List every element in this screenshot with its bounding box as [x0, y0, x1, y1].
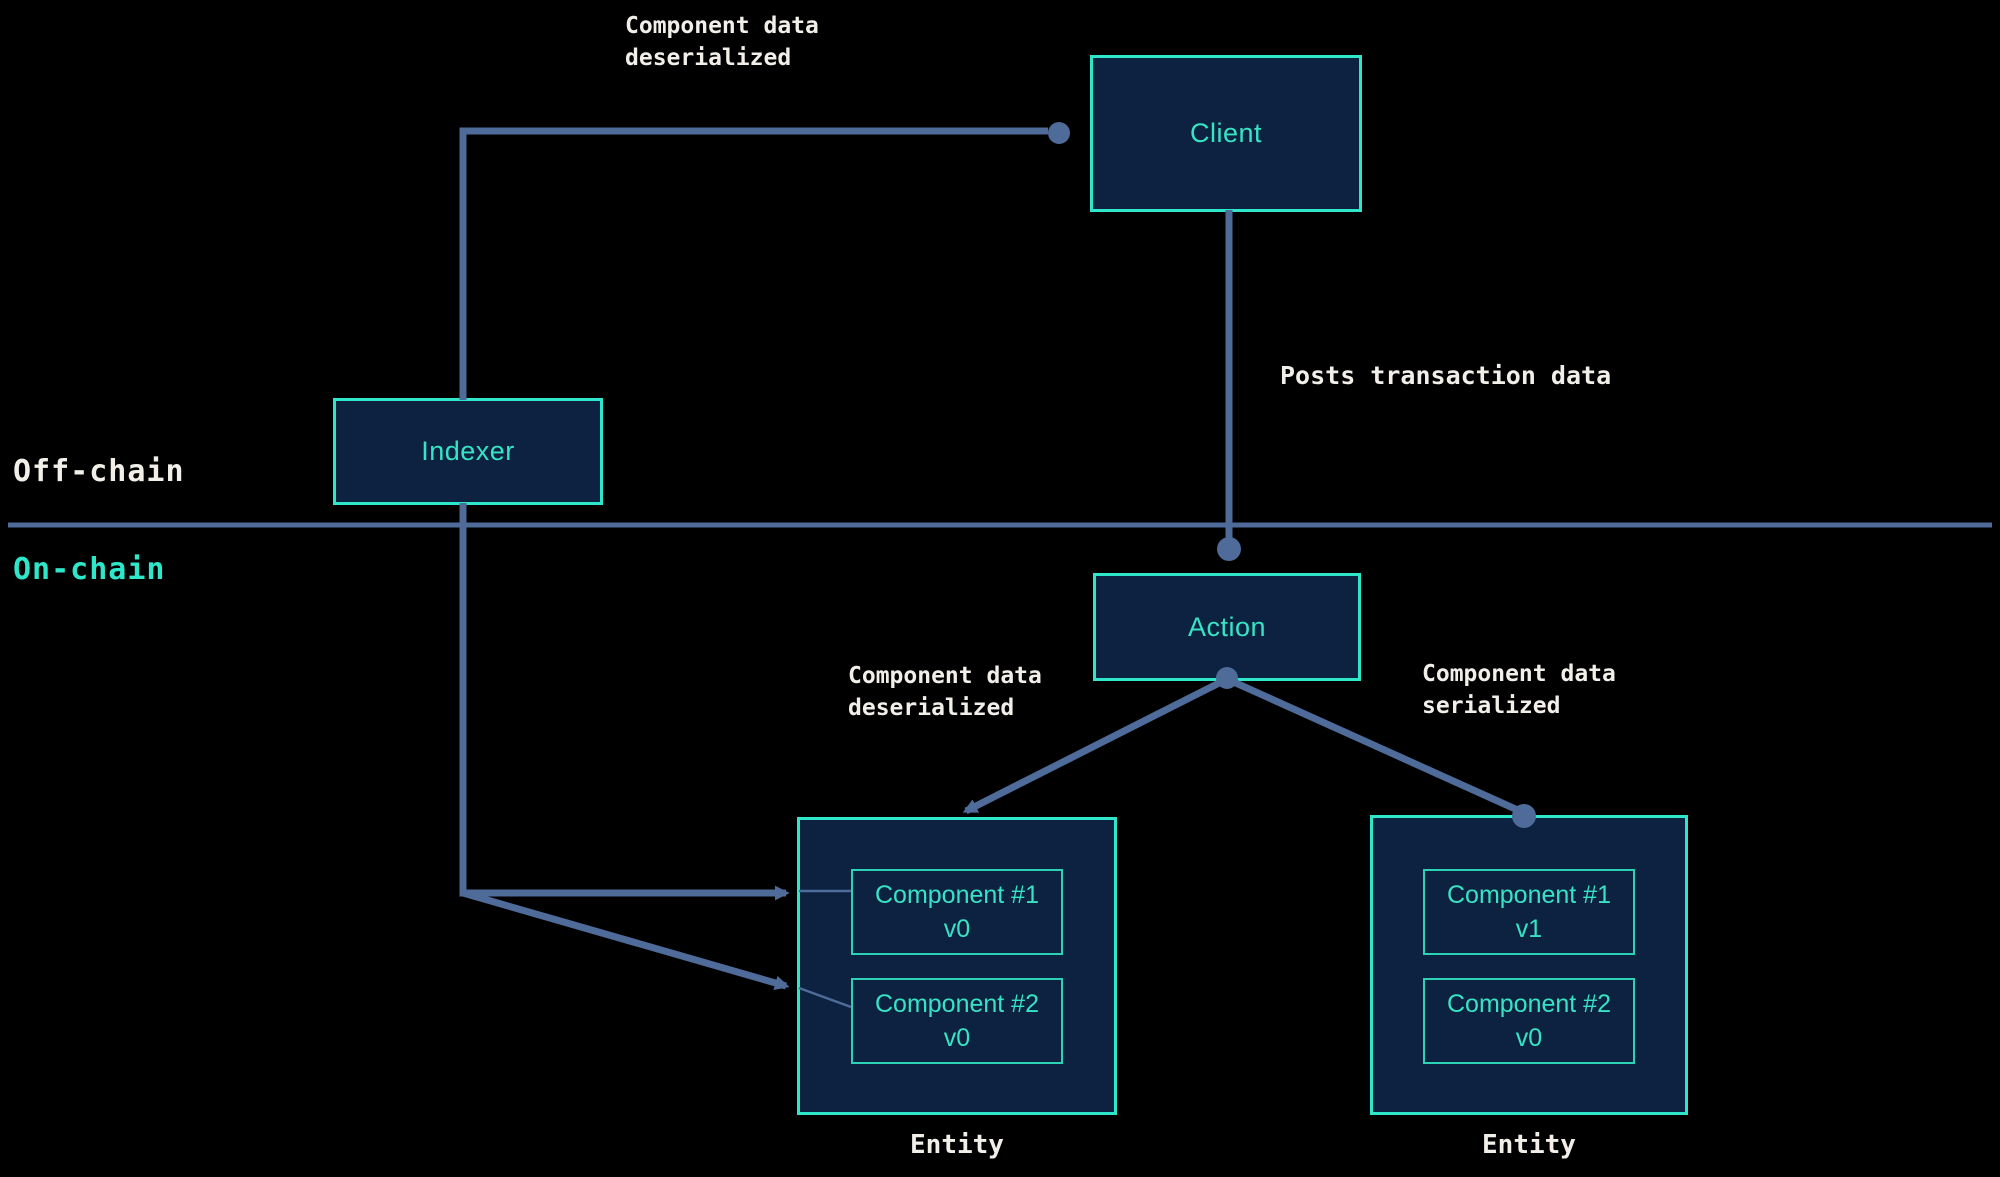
component-name: Component #1 — [1446, 881, 1611, 909]
component-version: v0 — [1515, 1024, 1543, 1052]
edge-label-line: serialized — [1422, 693, 1561, 719]
edge-label-action-entity-left: Component data deserialized — [848, 660, 1042, 724]
component-box: Component #2 v0 — [1423, 978, 1635, 1064]
dot-client-endpoint — [1048, 122, 1070, 144]
component-name: Component #2 — [874, 990, 1039, 1018]
component-box: Component #1 v0 — [851, 869, 1063, 955]
edge-label-client-action: Posts transaction data — [1280, 361, 1612, 390]
label-onchain: On-chain — [13, 552, 166, 587]
component-version: v1 — [1515, 915, 1543, 943]
edge-label-line: deserialized — [625, 45, 792, 71]
node-client: Client — [1090, 55, 1362, 212]
label-offchain: Off-chain — [13, 454, 185, 489]
component-version: v0 — [943, 915, 971, 943]
edge-label-line: Component data — [625, 13, 819, 39]
component-version: v0 — [943, 1024, 971, 1052]
edge-label-line: Component data — [1422, 661, 1616, 687]
node-client-label: Client — [1189, 118, 1263, 148]
node-entity-right: Component #1 v1 Component #2 v0 — [1370, 815, 1688, 1115]
edge-label-indexer-client: Component data deserialized — [625, 10, 819, 74]
edge-label-line: deserialized — [848, 695, 1015, 721]
edge-label-line: Component data — [848, 663, 1042, 689]
component-box: Component #2 v0 — [851, 978, 1063, 1064]
node-action-label: Action — [1187, 611, 1267, 642]
node-indexer: Indexer — [333, 398, 603, 505]
node-entity-left: Component #1 v0 Component #2 v0 — [797, 817, 1117, 1115]
edge-label-action-entity-right: Component data serialized — [1422, 658, 1616, 722]
edge-indexer-entity-horizontal — [459, 503, 790, 901]
edge-indexer-client — [459, 127, 1048, 400]
dot-action-top-endpoint — [1217, 537, 1241, 561]
component-name: Component #2 — [1446, 990, 1611, 1018]
entity-left-caption: Entity — [910, 1130, 1004, 1160]
component-box: Component #1 v1 — [1423, 869, 1635, 955]
node-indexer-label: Indexer — [421, 436, 515, 466]
node-action: Action — [1093, 573, 1361, 681]
edge-indexer-entity-diagonal — [462, 889, 790, 991]
component-name: Component #1 — [874, 881, 1039, 909]
entity-right-caption: Entity — [1482, 1130, 1576, 1160]
